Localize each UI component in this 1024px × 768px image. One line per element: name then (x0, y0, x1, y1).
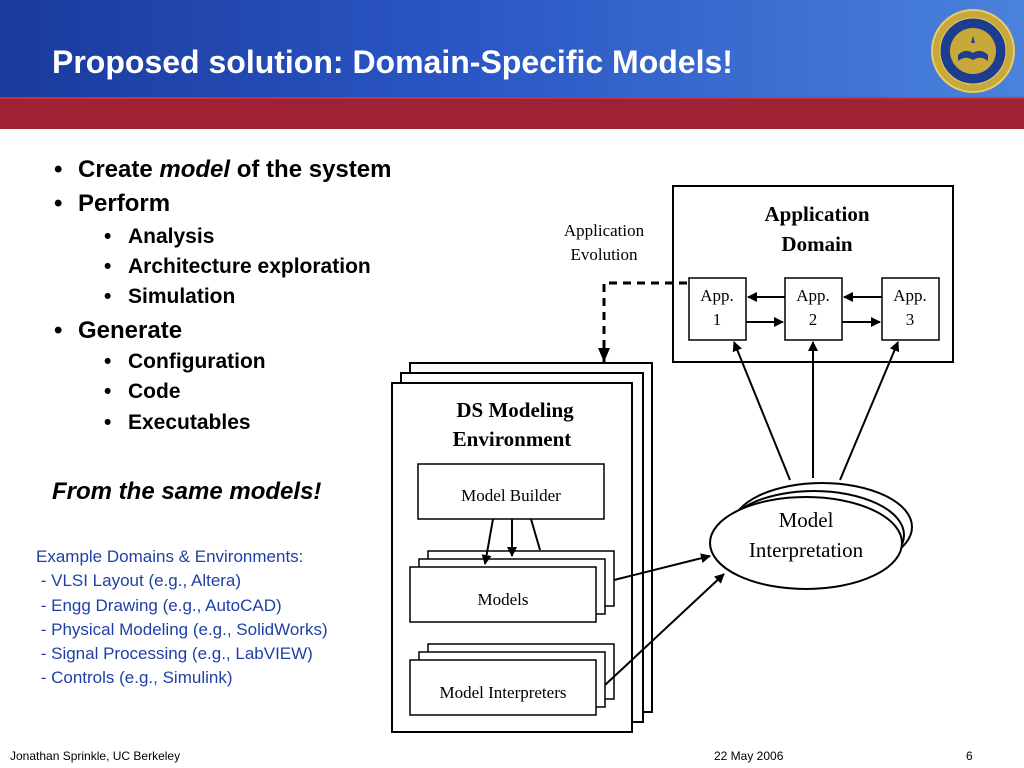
bullet-dot: • (104, 380, 112, 403)
example-item: - Controls (e.g., Simulink) (36, 668, 233, 688)
app2-box (784, 277, 843, 341)
example-item: - Signal Processing (e.g., LabVIEW) (36, 644, 313, 664)
bullet-dot: • (104, 411, 112, 434)
bullet-create-suffix: of the system (230, 156, 392, 183)
app3-number: 3 (906, 310, 915, 329)
bullet-generate: Generate (78, 317, 183, 344)
models-box (409, 566, 597, 623)
bullet-dot: • (104, 285, 112, 308)
model-interpretation-ellipse (709, 496, 903, 590)
footer-date: 22 May 2006 (714, 749, 784, 763)
evolution-label-line1: Application (564, 221, 645, 240)
bullet-dot: • (54, 190, 63, 217)
app1-box (688, 277, 747, 341)
interpretation-label-line1: Model (779, 508, 834, 532)
bullet-perform: Perform (78, 190, 171, 217)
bullet-dot: • (104, 350, 112, 373)
title-banner (0, 0, 1024, 97)
bullet-architecture: Architecture exploration (128, 255, 371, 278)
app3-box (881, 277, 940, 341)
examples-list: Example Domains & Environments: - VLSI L… (36, 545, 328, 691)
application-domain-label-line1: Application (764, 202, 869, 226)
bullet-create-em: model (159, 156, 231, 183)
model-builder-label: Model Builder (461, 486, 561, 505)
red-accent-bar (0, 97, 1024, 129)
uc-seal-icon (931, 9, 1015, 93)
arrow-builder-to-models-1 (481, 518, 494, 565)
ds-env-label-line2: Environment (453, 427, 572, 451)
bullet-dot: • (54, 317, 63, 344)
bullet-create: Create model of the system (78, 156, 391, 184)
ds-env-label-line1: DS Modeling (456, 398, 574, 422)
bullet-code: Code (128, 380, 181, 403)
examples-heading: Example Domains & Environments: (36, 547, 304, 566)
bullet-configuration: Configuration (128, 350, 266, 373)
app2-label: App. (796, 286, 830, 305)
footer-author: Jonathan Sprinkle, UC Berkeley (10, 749, 181, 763)
bullet-executables: Executables (128, 411, 251, 434)
model-builder-box (417, 463, 605, 520)
evolution-arrowhead (598, 348, 610, 362)
models-label: Models (478, 590, 529, 609)
arrow-interpretation-to-app1 (732, 341, 791, 481)
app1-number: 1 (713, 310, 722, 329)
example-item: - Physical Modeling (e.g., SolidWorks) (36, 619, 328, 639)
model-interpreters-box (409, 659, 597, 716)
example-item: - VLSI Layout (e.g., Altera) (36, 571, 242, 591)
bullet-create-prefix: Create (78, 156, 160, 183)
bullet-dot: • (104, 255, 112, 278)
app2-number: 2 (809, 310, 818, 329)
bullet-simulation: Simulation (128, 285, 236, 308)
app1-label: App. (700, 286, 734, 305)
bullet-dot: • (104, 225, 112, 248)
tagline: From the same models! (52, 478, 322, 505)
bullet-dot: • (54, 156, 63, 183)
app3-label: App. (893, 286, 927, 305)
model-interpreters-label: Model Interpreters (440, 683, 567, 702)
slide-title: Proposed solution: Domain-Specific Model… (52, 44, 733, 80)
footer-page-number: 6 (966, 749, 973, 763)
interpretation-label-line2: Interpretation (749, 538, 864, 562)
arrow-interpretation-to-app3 (839, 341, 900, 481)
arrow-interpreters-to-interpretation (604, 573, 725, 686)
line-builder-to-models-3 (530, 518, 541, 551)
application-domain-label-line2: Domain (781, 232, 852, 256)
example-item: - Engg Drawing (e.g., AutoCAD) (36, 595, 282, 615)
arrow-models-to-interpretation (613, 553, 711, 581)
bullet-analysis: Analysis (128, 225, 215, 248)
evolution-label-line2: Evolution (570, 245, 638, 264)
